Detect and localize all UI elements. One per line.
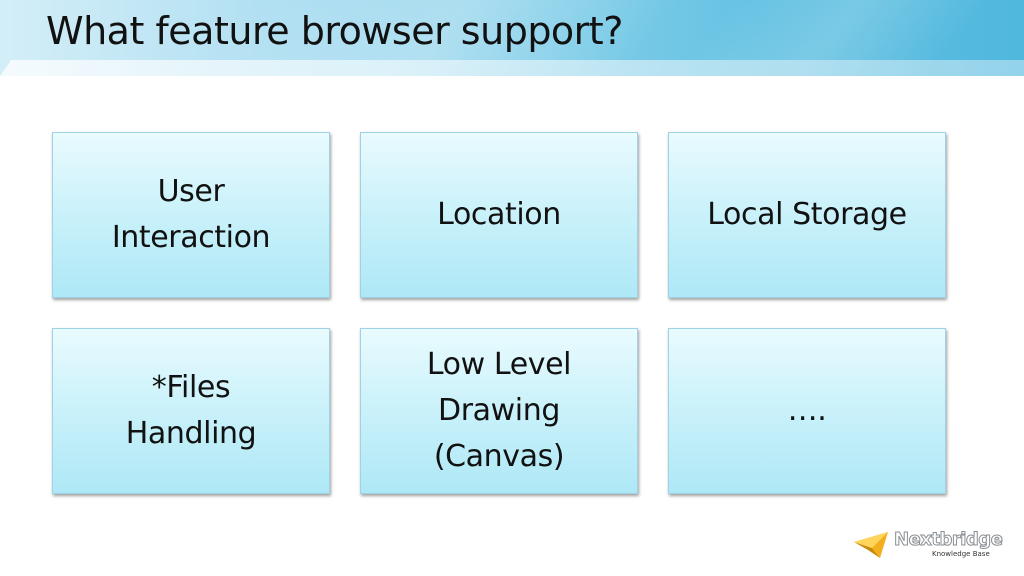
header-underline-swoosh [0,60,1024,76]
feature-label: *Files Handling [125,370,257,451]
feature-label: Low Level Drawing (Canvas) [426,347,572,474]
feature-label: Location [437,197,561,232]
feature-box-more: …. [668,328,946,494]
nextbridge-logo: Nextbridge Knowledge Base [852,528,1008,562]
feature-box-local-storage: Local Storage [668,132,946,298]
feature-box-files-handling: *Files Handling [52,328,330,494]
logo-brand-text: Nextbridge [893,529,1003,550]
feature-box-location: Location [360,132,638,298]
feature-box-canvas-drawing: Low Level Drawing (Canvas) [360,328,638,494]
slide-title: What feature browser support? [46,9,623,53]
logo-tagline: Knowledge Base [932,550,990,558]
feature-label: …. [787,393,827,428]
feature-label: User Interaction [111,174,271,255]
feature-label: Local Storage [707,197,907,232]
header-banner: What feature browser support? [0,0,1024,76]
gold-arrow-icon [854,532,888,558]
feature-box-user-interaction: User Interaction [52,132,330,298]
